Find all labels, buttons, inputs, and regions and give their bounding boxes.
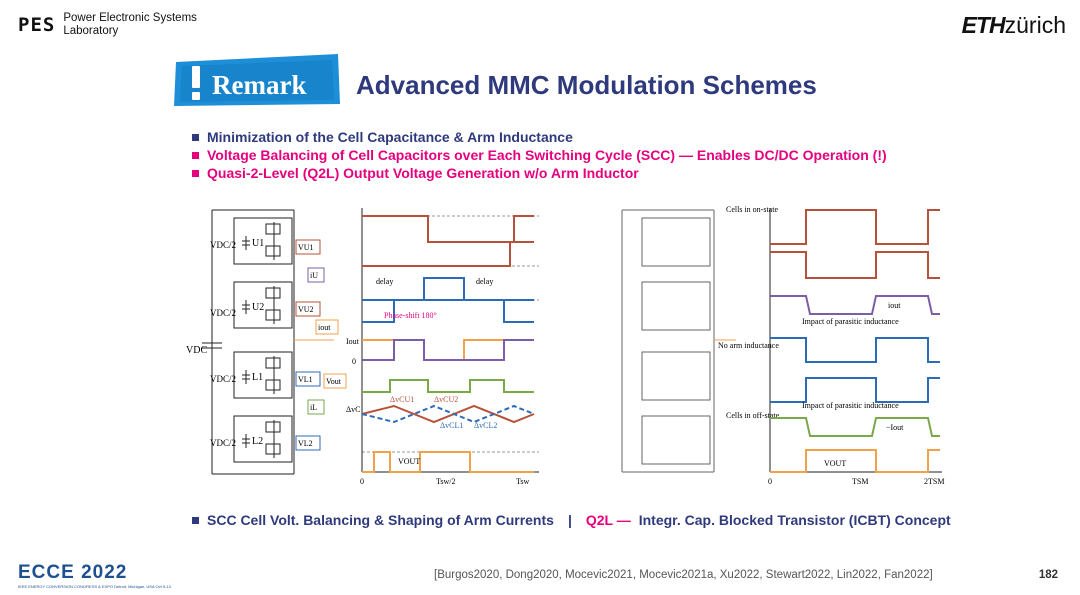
vout-wave-label: VOUT	[398, 457, 420, 466]
svg-text:VL1: VL1	[298, 375, 313, 384]
vdc-half-label-3: VDC/2	[210, 374, 236, 384]
bullet-list: Minimization of the Cell Capacitance & A…	[192, 128, 887, 182]
bullet-3: Quasi-2-Level (Q2L) Output Voltage Gener…	[192, 164, 887, 182]
cell-u2-label: U2	[252, 302, 264, 313]
iout-axis-label: Iout	[346, 337, 360, 346]
cells-on-label: Cells in on-state	[726, 205, 778, 214]
cell-l2	[233, 415, 293, 463]
no-arm-label: No arm inductance	[718, 341, 779, 350]
vdc-half-label-4: VDC/2	[210, 438, 236, 448]
vdc-half-label-1: VDC/2	[210, 240, 236, 250]
right-circuit-labels: Cells in on-state No arm inductance Cell…	[718, 205, 780, 420]
left-circuit	[202, 209, 334, 475]
right-x1: TSM	[852, 477, 868, 486]
svg-text:VU2: VU2	[298, 305, 314, 314]
cell-voltage-boxes: VU1 VU2 VL1 VL2 iU iL iout Vout	[295, 239, 347, 451]
cell-l1-label: L1	[252, 372, 263, 383]
bullet-1: Minimization of the Cell Capacitance & A…	[192, 128, 887, 146]
lab-name: Power Electronic Systems Laboratory	[63, 12, 197, 37]
vdc-half-label-2: VDC/2	[210, 308, 236, 318]
right-x0: 0	[768, 477, 772, 486]
lab-logo: PES Power Electronic Systems Laboratory	[18, 12, 197, 38]
remark-badge: Remark	[174, 54, 340, 106]
references: [Burgos2020, Dong2020, Mocevic2021, Moce…	[434, 569, 933, 581]
page-number: 182	[1038, 569, 1058, 581]
svg-text:iL: iL	[310, 403, 317, 412]
svg-text:VL2: VL2	[298, 439, 313, 448]
svg-text:VU1: VU1	[298, 243, 314, 252]
iout-wave-label: iout	[888, 301, 901, 310]
bullet-square-icon	[192, 151, 199, 159]
bullet-square-icon	[192, 169, 199, 177]
bullet-square-icon	[192, 516, 199, 524]
remark-label: Remark	[212, 70, 306, 100]
delay-label-1: delay	[376, 277, 393, 286]
dvc-axis-label: ΔvC	[346, 405, 360, 414]
dvcl1-label: ΔvCL1	[440, 421, 463, 430]
summary-line: SCC Cell Volt. Balancing & Shaping of Ar…	[192, 512, 951, 528]
cell-u1-label: U1	[252, 238, 264, 249]
vdc-label: VDC	[186, 345, 207, 356]
right-wave-labels: Impact of parasitic inductance Impact of…	[768, 301, 944, 486]
cell-l2-label: L2	[252, 436, 263, 447]
right-diagram: Cells in on-state No arm inductance Cell…	[621, 205, 944, 486]
left-waveforms	[361, 208, 539, 473]
svg-text:iU: iU	[310, 271, 318, 280]
parasitic-label-2: Impact of parasitic inductance	[802, 401, 899, 410]
zero-axis-label: 0	[352, 357, 356, 366]
cell-u2	[233, 281, 293, 329]
left-wave-labels: delay delay Phase-shift 180° Iout 0 ΔvC …	[346, 277, 529, 486]
vout-right-label: VOUT	[824, 459, 846, 468]
x-label-half: Tsw/2	[436, 477, 455, 486]
university-logo: ETHzürich	[961, 12, 1066, 38]
phase-shift-label: Phase-shift 180°	[384, 311, 437, 320]
neg-iout-wave-label: −Iout	[886, 423, 904, 432]
dvcl2-label: ΔvCL2	[474, 421, 497, 430]
right-x2: 2TSM	[924, 477, 944, 486]
lab-mark: PES	[18, 14, 56, 36]
svg-text:Vout: Vout	[326, 377, 342, 386]
right-circuit	[621, 209, 736, 473]
x-label-0: 0	[360, 477, 364, 486]
left-diagram: VDC VDC/2 VDC/2 VDC/2 VDC/2 U1 U2 L1 L2 …	[186, 208, 539, 486]
conference-logo: ECCE 2022 IEEE ENERGY CONVERSION CONGRES…	[18, 562, 171, 589]
cell-u1	[233, 217, 293, 265]
svg-text:iout: iout	[318, 323, 331, 332]
cells-off-label: Cells in off-state	[726, 411, 780, 420]
dvcu2-label: ΔvCU2	[434, 395, 458, 404]
cell-l1	[233, 351, 293, 399]
page-title: Advanced MMC Modulation Schemes	[356, 70, 817, 100]
delay-label-2: delay	[476, 277, 493, 286]
bullet-square-icon	[192, 133, 199, 141]
right-waveforms	[769, 208, 942, 473]
x-label-end: Tsw	[516, 477, 529, 486]
bullet-2: Voltage Balancing of Cell Capacitors ove…	[192, 146, 887, 164]
dvcu1-label: ΔvCU1	[390, 395, 414, 404]
parasitic-label-1: Impact of parasitic inductance	[802, 317, 899, 326]
